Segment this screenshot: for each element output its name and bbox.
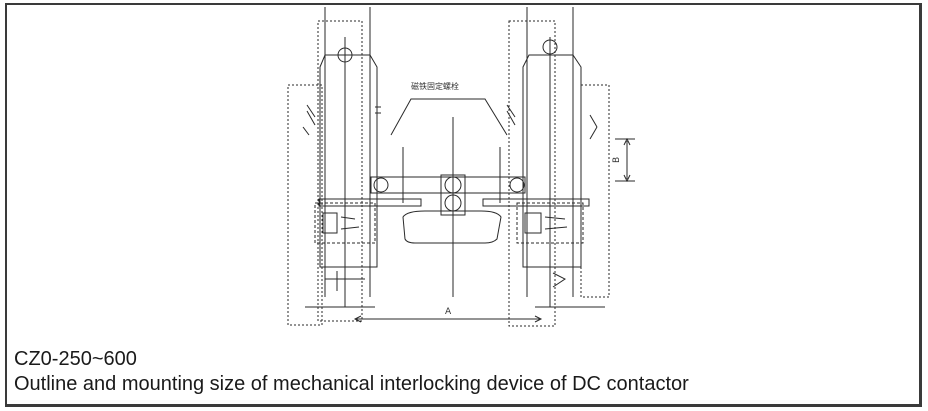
description-caption: Outline and mounting size of mechanical … [14,373,689,395]
left-contactor [287,7,381,326]
technical-drawing: 磁铁固定螺栓 A B [285,7,647,337]
right-contactor [506,7,635,327]
dimension-b-label: B [612,157,622,163]
bolt-annotation: 磁铁固定螺栓 [411,81,459,91]
dimension-a-label: A [445,307,452,317]
figure-frame [5,3,922,407]
model-caption: CZ0-250~600 [14,348,137,370]
interlock-mechanism [318,98,590,323]
